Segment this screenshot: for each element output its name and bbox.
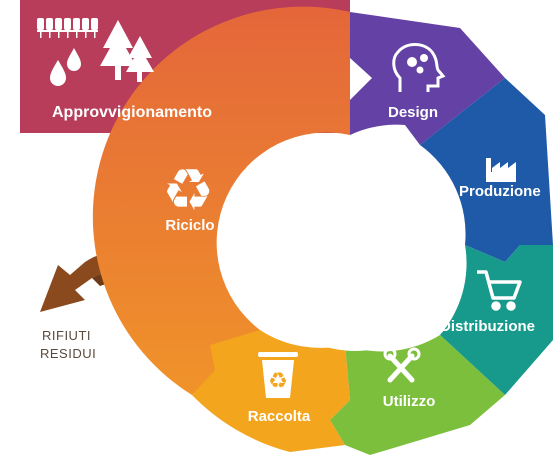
label-distribuzione: Distribuzione xyxy=(440,318,535,335)
resources-icon xyxy=(37,18,154,86)
waste-label-line1: RIFIUTI xyxy=(42,328,91,343)
label-produzione: Produzione xyxy=(459,183,541,200)
segment-utilizzo xyxy=(330,335,505,455)
water-drops-icon xyxy=(50,48,81,86)
factory-icon xyxy=(486,158,516,182)
label-utilizzo: Utilizzo xyxy=(383,393,436,410)
center-hole xyxy=(247,135,463,351)
label-approvvigionamento: Approvvigionamento xyxy=(52,104,212,121)
recycle-bin-icon: ♻ xyxy=(258,352,298,398)
head-gears-icon xyxy=(392,43,446,92)
segment-riciclo xyxy=(92,6,351,395)
label-raccolta: Raccolta xyxy=(248,408,311,425)
shopping-cart-icon xyxy=(477,270,522,311)
segment-design xyxy=(350,12,505,145)
waste-label-line2: RESIDUI xyxy=(40,346,96,361)
label-design: Design xyxy=(388,104,438,121)
trees-icon xyxy=(100,20,154,82)
tools-icon xyxy=(383,347,421,383)
recycle-icon: ♻ xyxy=(162,156,214,224)
label-riciclo: Riciclo xyxy=(165,217,214,234)
segment-distribuzione xyxy=(440,245,553,395)
svg-text:♻: ♻ xyxy=(268,369,288,394)
wheat-icon xyxy=(37,18,98,38)
svg-text:♻: ♻ xyxy=(162,156,214,224)
